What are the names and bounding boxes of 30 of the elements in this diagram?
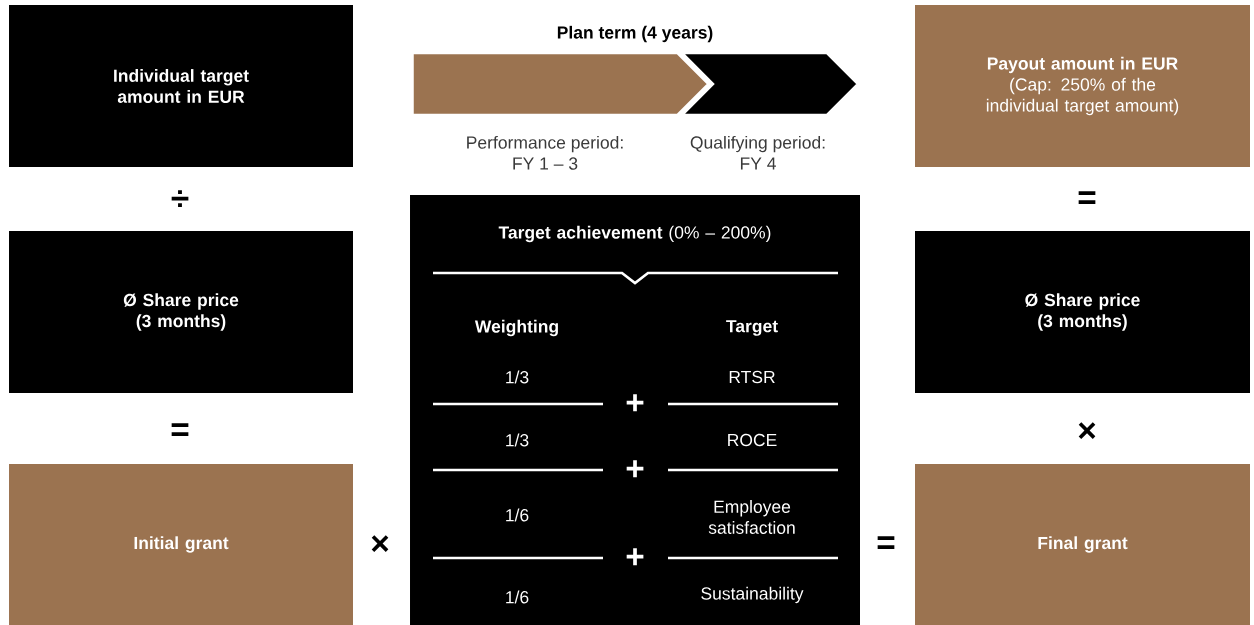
column-heading: Weighting bbox=[474, 319, 558, 337]
plus-sign: + bbox=[626, 460, 644, 478]
operator-sign: × bbox=[371, 535, 389, 552]
timeline-segment: Qualifying period: FY 4 bbox=[679, 51, 860, 170]
formula-box: Final grant bbox=[915, 464, 1250, 625]
plus-sign: + bbox=[626, 394, 644, 412]
target-name: ROCE bbox=[728, 433, 777, 447]
panel-heading: Target achievement (0% – 200%) bbox=[498, 225, 771, 243]
operator-sign: = bbox=[1078, 191, 1096, 204]
timeline-heading: Plan term (4 years) bbox=[557, 25, 713, 43]
node-label: Qualifying period: FY 4 bbox=[690, 135, 825, 170]
column-heading: Target bbox=[726, 320, 778, 336]
weight-value: 1/3 bbox=[506, 433, 529, 447]
weight-value: 1/3 bbox=[506, 370, 529, 384]
weight-value: 1/6 bbox=[506, 508, 529, 522]
operator-sign: = bbox=[877, 536, 895, 549]
formula-box: Ø Share price (3 months) bbox=[915, 231, 1250, 393]
formula-box: Individual target amount in EUR bbox=[9, 5, 353, 167]
formula-box: Initial grant bbox=[9, 464, 353, 625]
operator-sign: × bbox=[1078, 422, 1096, 439]
target-name: Sustainability bbox=[701, 586, 804, 604]
target-name: RTSR bbox=[729, 370, 775, 384]
node-label: Performance period: FY 1 – 3 bbox=[467, 135, 623, 170]
operator-sign: = bbox=[171, 423, 189, 436]
target-name: Employee satisfaction bbox=[708, 500, 795, 534]
weight-value: 1/6 bbox=[506, 590, 529, 604]
formula-box: Ø Share price (3 months) bbox=[9, 231, 353, 393]
amount-box: Payout amount in EUR (Cap: 250% of the individual target amount) bbox=[915, 5, 1250, 167]
operator-sign: ÷ bbox=[171, 190, 189, 207]
plus-sign: + bbox=[626, 548, 644, 566]
